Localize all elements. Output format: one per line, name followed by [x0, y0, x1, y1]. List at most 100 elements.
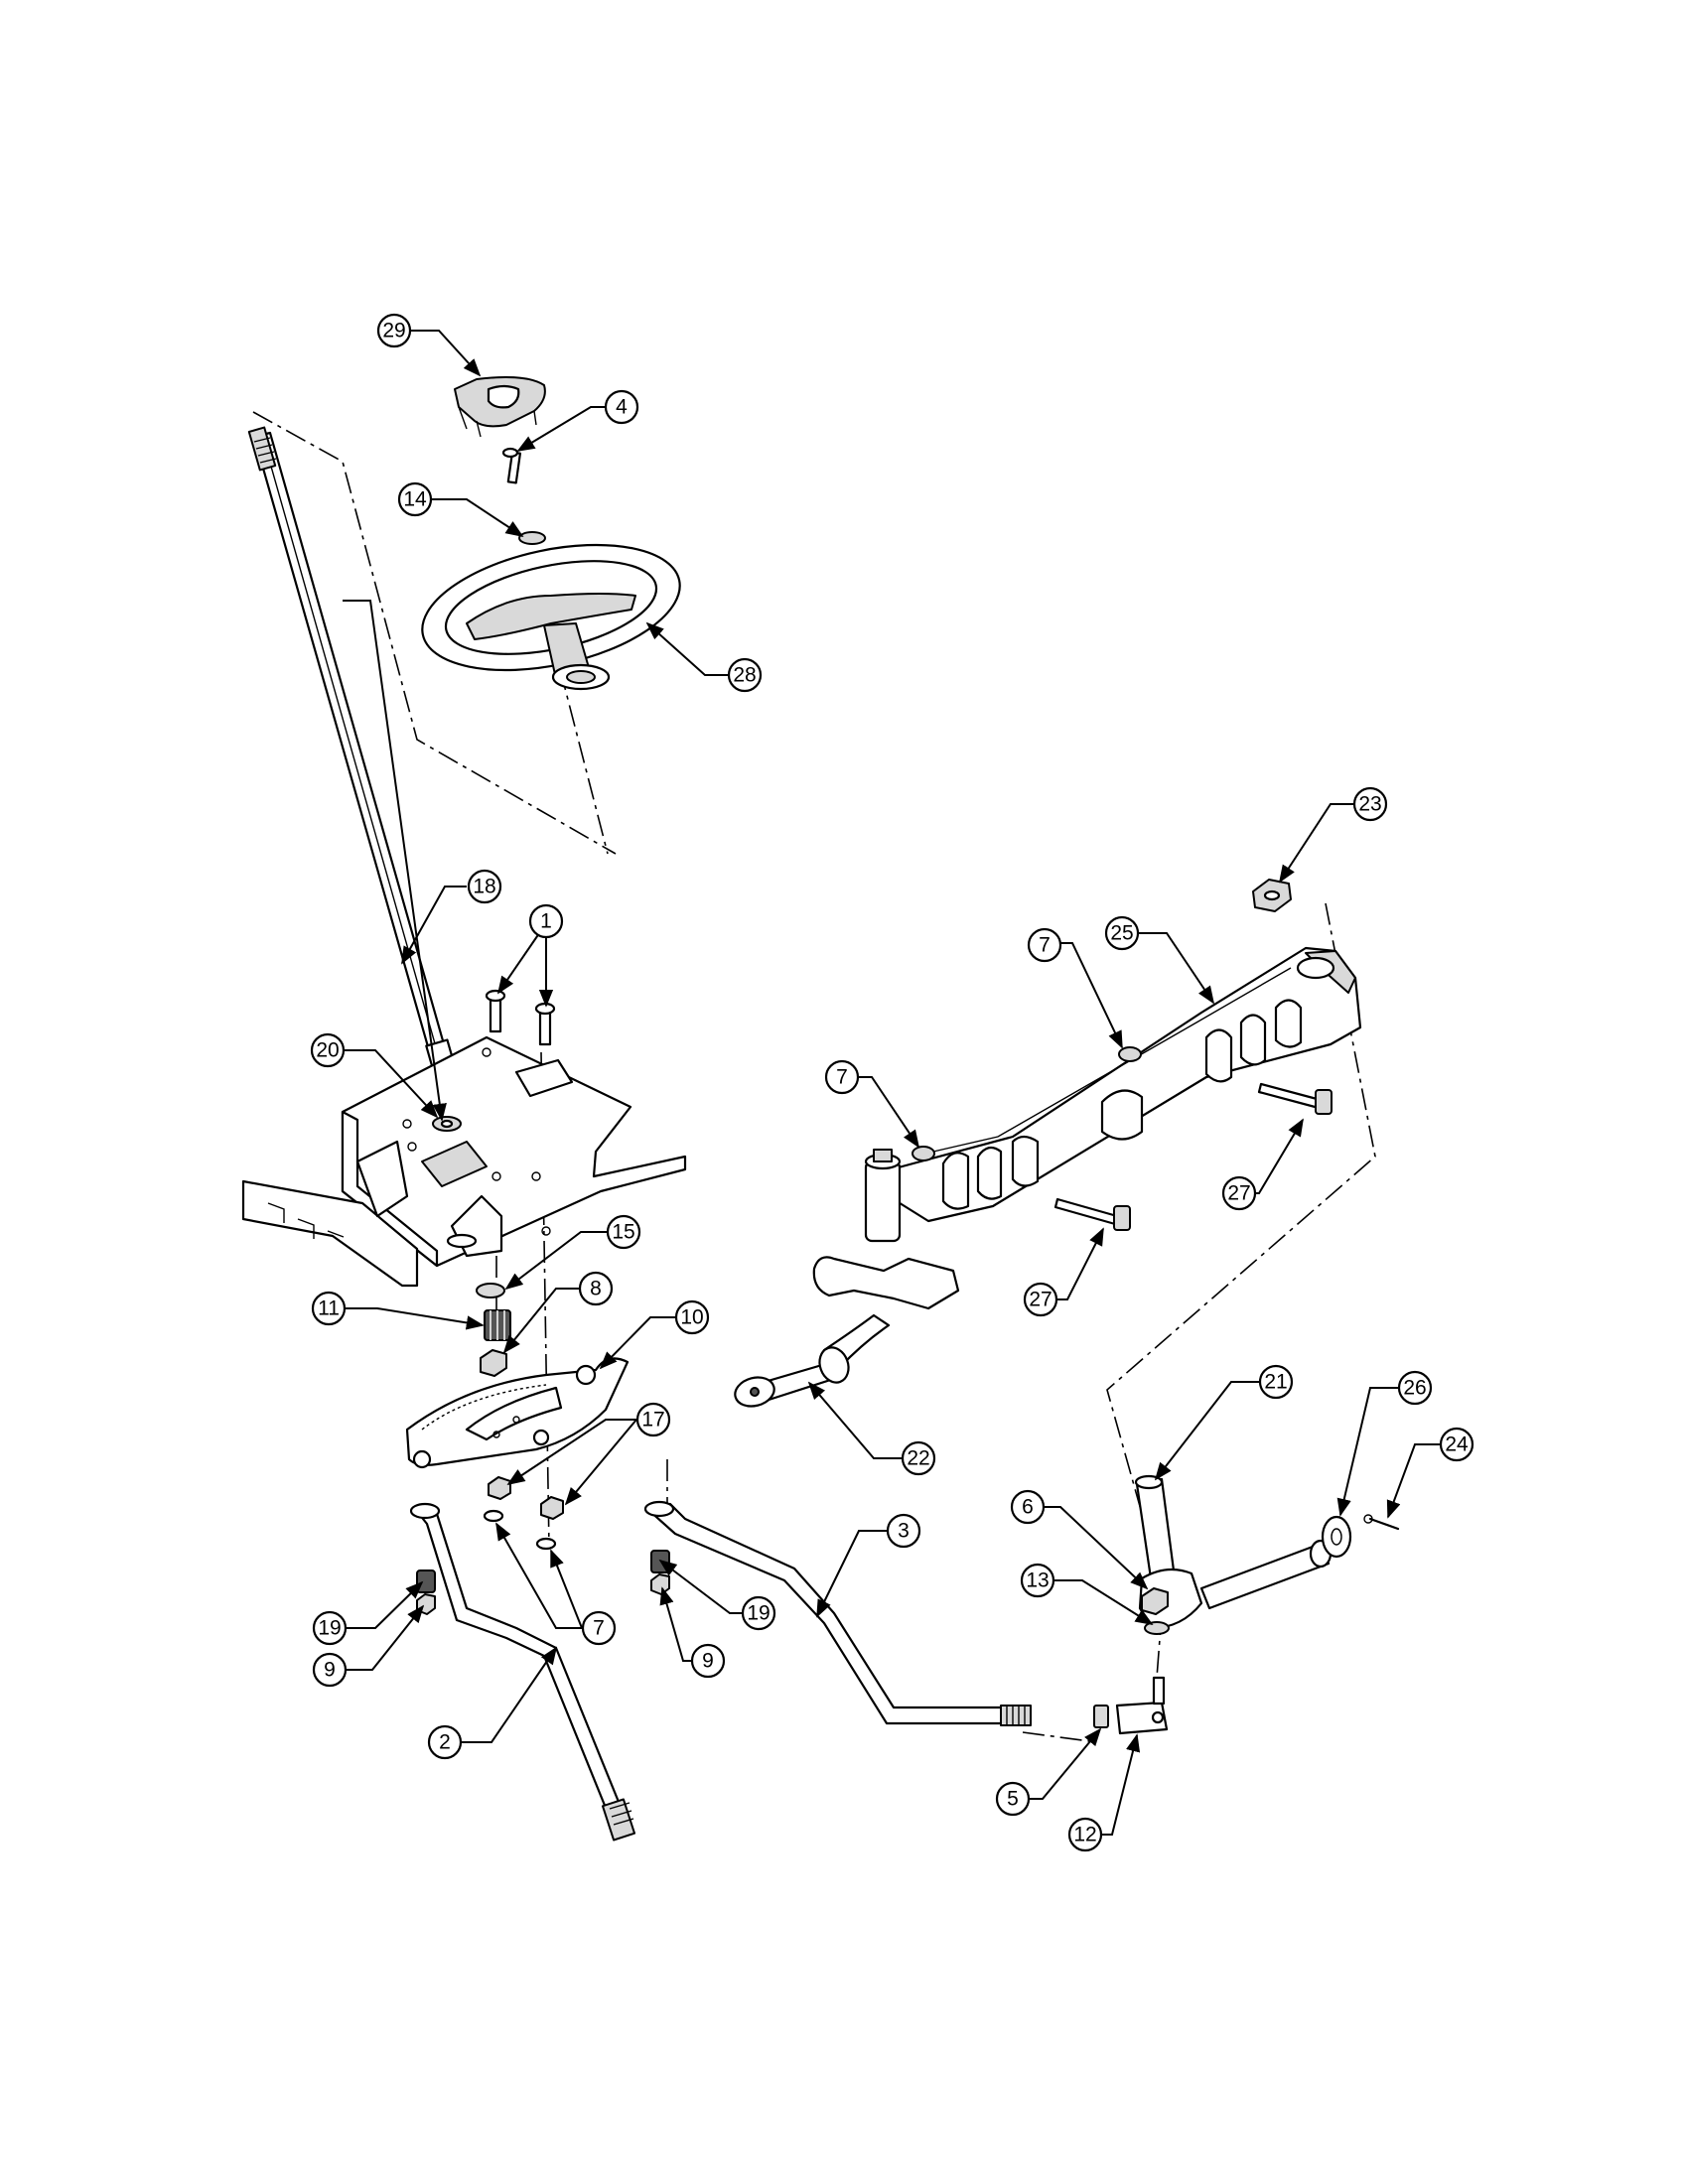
steering-shaft: [247, 426, 457, 1080]
callout-18: 18: [467, 869, 502, 904]
svg-text:14: 14: [403, 488, 427, 511]
svg-text:11: 11: [318, 1297, 340, 1320]
axle-bolt-upper: [1257, 1082, 1333, 1115]
svg-text:28: 28: [733, 664, 756, 687]
svg-text:24: 24: [1445, 1433, 1469, 1456]
drag-link-right: [643, 1500, 1032, 1726]
callout-11: 11: [311, 1291, 347, 1326]
callout-5: 5: [995, 1781, 1031, 1817]
callout-8: 8: [578, 1271, 614, 1306]
svg-text:22: 22: [907, 1447, 929, 1470]
callout-17: 17: [635, 1402, 671, 1437]
steering-cap: [454, 376, 546, 438]
svg-text:4: 4: [616, 396, 628, 419]
svg-text:23: 23: [1358, 793, 1381, 816]
callout-7-gear: 7: [581, 1610, 617, 1646]
spindle-right: [1134, 1474, 1333, 1630]
svg-text:13: 13: [1026, 1570, 1049, 1592]
callout-19-left: 19: [312, 1610, 348, 1646]
callout-22: 22: [901, 1440, 936, 1476]
svg-text:5: 5: [1007, 1788, 1019, 1811]
flange-bushing: [432, 1116, 462, 1132]
axle-bolt-lower: [1053, 1197, 1131, 1231]
callout-29: 29: [376, 313, 412, 348]
cotter-pin: [1363, 1514, 1400, 1531]
callout-15: 15: [606, 1214, 641, 1250]
axle-nut-upper: [1118, 1046, 1142, 1062]
svg-text:9: 9: [324, 1659, 336, 1682]
callout-23: 23: [1352, 786, 1388, 822]
spindle-washer: [1321, 1515, 1352, 1559]
callout-4: 4: [604, 389, 639, 425]
pinion-washer: [476, 1283, 505, 1298]
callout-2: 2: [427, 1724, 463, 1760]
svg-text:19: 19: [747, 1602, 770, 1625]
front-axle: [812, 946, 1362, 1310]
svg-text:27: 27: [1227, 1182, 1250, 1205]
callout-13: 13: [1020, 1563, 1055, 1598]
hex-bolt: [1093, 1705, 1109, 1728]
callout-3: 3: [886, 1513, 921, 1549]
svg-text:20: 20: [316, 1039, 339, 1062]
callout-7-axle-lower: 7: [824, 1059, 860, 1095]
axle-nut-lower: [912, 1146, 935, 1161]
callout-7-axle-upper: 7: [1027, 927, 1062, 963]
svg-text:7: 7: [836, 1066, 848, 1089]
callout-6: 6: [1010, 1489, 1046, 1525]
svg-text:12: 12: [1073, 1824, 1096, 1846]
tie-rod-end: [1115, 1676, 1169, 1735]
svg-text:17: 17: [641, 1409, 664, 1432]
cap-bolt: [501, 447, 522, 484]
sector-gear: [405, 1357, 630, 1469]
svg-text:25: 25: [1110, 922, 1133, 945]
steering-support-plate: [241, 1035, 687, 1288]
spindle-left: [734, 1313, 891, 1408]
svg-text:6: 6: [1022, 1496, 1034, 1519]
callout-21: 21: [1258, 1364, 1294, 1400]
callout-1: 1: [528, 903, 564, 939]
left-link-bushing: [416, 1570, 436, 1615]
callout-12: 12: [1067, 1817, 1103, 1852]
svg-text:7: 7: [593, 1617, 605, 1640]
callout-14: 14: [397, 481, 433, 517]
right-link-threaded-end: [1000, 1705, 1032, 1726]
steering-wheel: [421, 543, 681, 691]
svg-text:2: 2: [439, 1731, 451, 1754]
svg-text:8: 8: [590, 1278, 602, 1300]
axle-pivot-nut: [1252, 879, 1292, 912]
svg-text:9: 9: [702, 1650, 714, 1673]
gear-nuts: [483, 1476, 564, 1551]
svg-text:21: 21: [1264, 1371, 1287, 1394]
svg-text:29: 29: [382, 320, 405, 342]
svg-text:10: 10: [680, 1306, 703, 1329]
callout-27-lower: 27: [1023, 1282, 1058, 1317]
callout-28: 28: [727, 657, 763, 693]
wheel-washer: [518, 531, 546, 545]
svg-text:15: 15: [612, 1221, 634, 1244]
mounting-bolts: [485, 989, 556, 1046]
callout-24: 24: [1439, 1427, 1474, 1462]
drag-link-left: [409, 1502, 636, 1842]
hex-nut: [480, 1349, 507, 1377]
right-link-bushing: [650, 1550, 670, 1595]
svg-text:18: 18: [473, 876, 495, 898]
callout-9-right: 9: [690, 1643, 726, 1679]
left-link-threaded-end: [601, 1798, 636, 1842]
spindle-washer-small: [1144, 1621, 1170, 1635]
svg-text:19: 19: [318, 1617, 341, 1640]
shaft-threaded-end: [247, 426, 277, 472]
callout-26: 26: [1397, 1370, 1433, 1406]
callout-25: 25: [1104, 915, 1140, 951]
callout-9-left: 9: [312, 1652, 348, 1688]
svg-text:7: 7: [1039, 934, 1051, 957]
callout-20: 20: [310, 1032, 346, 1068]
svg-text:1: 1: [540, 910, 552, 933]
pinion-gear: [484, 1309, 511, 1341]
svg-text:26: 26: [1403, 1377, 1426, 1400]
callout-19-right: 19: [741, 1595, 776, 1631]
svg-text:3: 3: [898, 1520, 910, 1543]
callout-27-upper: 27: [1221, 1175, 1257, 1211]
svg-text:27: 27: [1029, 1289, 1052, 1311]
callout-10: 10: [674, 1299, 710, 1335]
